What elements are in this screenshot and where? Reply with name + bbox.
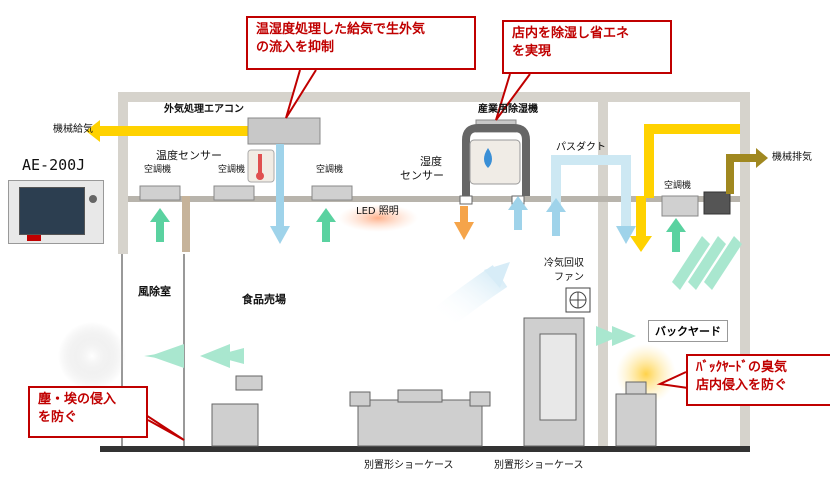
callout-dehumidify-line-1: 店内を除湿し省エネ xyxy=(512,26,630,41)
dehumidifier-label: 産業用除湿機 xyxy=(478,104,538,115)
callout-dehumidify: 店内を除湿し省エネ を実現 xyxy=(502,20,672,74)
led-label: LED 照明 xyxy=(356,206,399,217)
dust-cloud xyxy=(58,322,126,390)
callout-supply-line-1: 温湿度処理した給気で生外気 xyxy=(256,22,426,37)
callout-odor: ﾊﾞｯｸﾔｰﾄﾞの臭気 店内侵入を防ぐ xyxy=(686,354,830,406)
temp-sensor-label: 温度センサー xyxy=(156,149,222,162)
callout-dehumidify-line-2: を実現 xyxy=(512,43,552,59)
thermometer-icon xyxy=(247,149,275,183)
ac-label-4: 空調機 xyxy=(664,181,692,191)
controller-screen xyxy=(19,187,85,235)
showcase-label-1: 別置形ショーケース xyxy=(364,460,454,471)
ac-units xyxy=(139,185,731,217)
rising-air-arrow-head xyxy=(484,262,510,288)
showcases xyxy=(211,317,657,447)
outdoor-ac-label: 外気処理エアコン xyxy=(164,104,244,115)
pass-duct xyxy=(546,155,636,244)
callout-dust-line-1: 塵・埃の侵入 xyxy=(38,392,117,407)
humidity-sensor-label-2: センサー xyxy=(400,169,444,182)
outdoor-ac-unit xyxy=(247,117,321,244)
callout-supply: 温湿度処理した給気で生外気 の流入を抑制 xyxy=(246,16,476,70)
controller-panel xyxy=(8,180,104,244)
led-glow xyxy=(338,204,418,232)
pass-duct-label: パスダクト xyxy=(556,142,606,153)
vestibule-label: 風除室 xyxy=(138,285,171,298)
fresh-air-arrows-left xyxy=(144,326,636,368)
callout-pointers xyxy=(125,69,689,441)
ac-label-1: 空調機 xyxy=(144,165,172,175)
humidity-sensor-label-1: 湿度 xyxy=(420,155,442,168)
ac-label-2: 空調機 xyxy=(218,165,246,175)
callout-supply-line-2: の流入を抑制 xyxy=(256,39,335,55)
cold-recovery-fan xyxy=(565,287,591,313)
fan-label-2: ファン xyxy=(554,272,584,283)
callout-odor-line-2: 店内侵入を防ぐ xyxy=(696,377,788,393)
dehumidifier-unit xyxy=(454,119,530,240)
callout-odor-line-1: ﾊﾞｯｸﾔｰﾄﾞの臭気 xyxy=(696,360,788,375)
mech-exhaust-label: 機械排気 xyxy=(772,152,812,163)
backyard-warm-arrows xyxy=(672,236,742,290)
rising-air-arrow xyxy=(431,265,508,331)
controller-model: AE-200J xyxy=(22,156,86,174)
mech-supply-label: 機械給気 xyxy=(53,124,93,135)
showcase-label-2: 別置形ショーケース xyxy=(494,460,584,471)
callout-dust-line-2: を防ぐ xyxy=(38,409,78,425)
backyard-label: バックヤード xyxy=(648,320,728,342)
callout-dust: 塵・埃の侵入 を防ぐ xyxy=(28,386,148,438)
fan-label-1: 冷気回収 xyxy=(544,258,584,269)
ac-label-3: 空調機 xyxy=(316,165,344,175)
building-walls xyxy=(100,92,750,452)
fresh-air-arrows-up xyxy=(150,208,686,252)
mech-exhaust-duct xyxy=(630,124,768,252)
mech-supply-duct xyxy=(86,120,250,142)
sales-floor-label: 食品売場 xyxy=(242,293,286,306)
controller-logo-icon xyxy=(27,235,41,241)
controller-button-icon xyxy=(89,195,97,203)
